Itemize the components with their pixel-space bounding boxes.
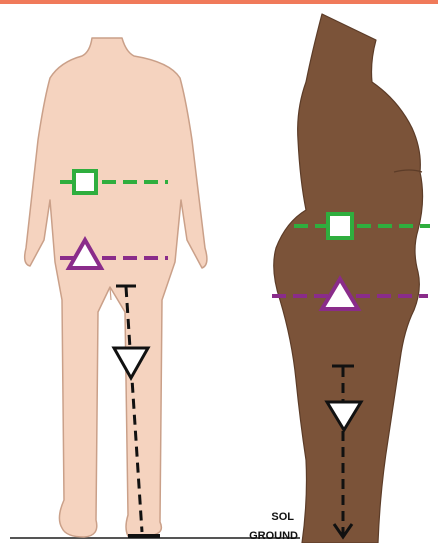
ground-label-en: GROUND [222,531,298,542]
front-waist-square-marker [74,171,96,193]
ground-label-fr: SOL [254,512,294,523]
front-view-figure [25,38,207,538]
front-body-silhouette [25,38,207,537]
side-body-silhouette [274,14,423,543]
front-foot-bar [128,534,160,538]
side-waist-square-marker [328,214,352,238]
side-view-figure [274,14,423,543]
